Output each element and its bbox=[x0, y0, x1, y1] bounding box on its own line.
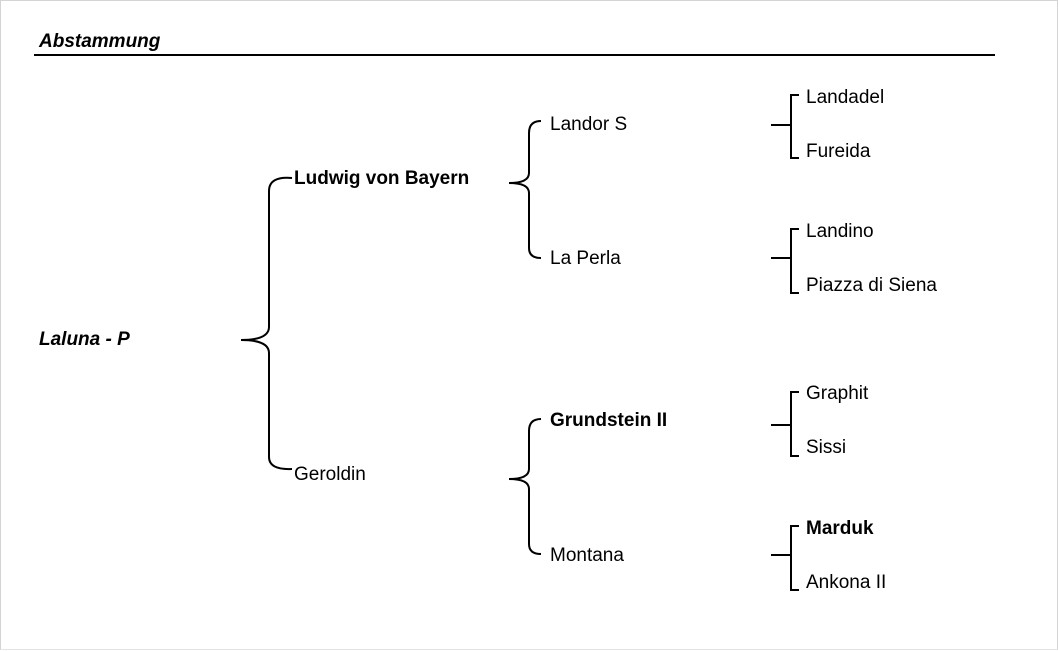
dd-sire-name: Marduk bbox=[806, 518, 874, 539]
ds-dam-name: Sissi bbox=[806, 437, 847, 458]
subject-name: Laluna - P bbox=[39, 329, 130, 350]
sire-sire-name: Landor S bbox=[550, 114, 628, 135]
brace-subject bbox=[240, 176, 293, 471]
section-heading: Abstammung bbox=[39, 31, 161, 52]
brace-laperla bbox=[771, 228, 799, 294]
sd-sire-name: Landino bbox=[806, 221, 874, 242]
dam-sire-name: Grundstein II bbox=[550, 410, 668, 431]
sire-dam-name: La Perla bbox=[550, 248, 621, 269]
dd-dam-name: Ankona II bbox=[806, 572, 887, 593]
brace-sire bbox=[508, 120, 542, 259]
brace-grundstein bbox=[771, 391, 799, 457]
sire-name: Ludwig von Bayern bbox=[294, 168, 470, 189]
brace-dam bbox=[508, 418, 542, 555]
dam-dam-name: Montana bbox=[550, 545, 624, 566]
dam-name: Geroldin bbox=[294, 464, 366, 485]
heading-underline bbox=[34, 54, 995, 56]
brace-landor bbox=[771, 94, 799, 159]
sd-dam-name: Piazza di Siena bbox=[806, 275, 937, 296]
ss-sire-name: Landadel bbox=[806, 87, 885, 108]
brace-montana bbox=[771, 525, 799, 591]
ss-dam-name: Fureida bbox=[806, 141, 871, 162]
ds-sire-name: Graphit bbox=[806, 383, 869, 404]
